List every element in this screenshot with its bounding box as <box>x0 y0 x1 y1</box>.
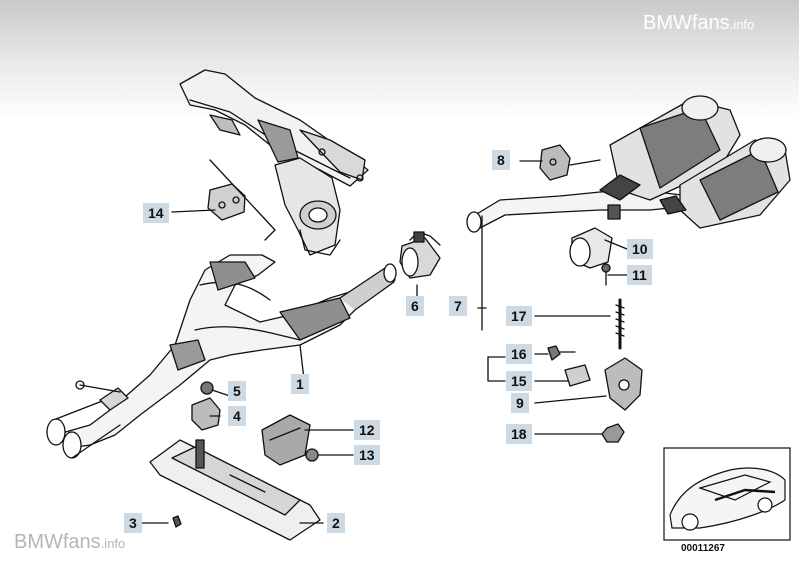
callout-part-16[interactable]: 16 <box>506 344 532 364</box>
stud-17 <box>615 298 625 350</box>
rubber-block-12 <box>261 414 311 466</box>
rear-pipe-mufflers <box>466 95 791 233</box>
exhaust-tip-10 <box>569 204 621 269</box>
callout-part-12[interactable]: 12 <box>354 420 380 440</box>
screw-11 <box>601 263 611 286</box>
bracket-4 <box>191 397 221 431</box>
callout-part-4[interactable]: 4 <box>228 406 246 426</box>
callout-part-15[interactable]: 15 <box>506 371 532 391</box>
hanger-9 <box>604 357 643 411</box>
callout-part-14[interactable]: 14 <box>143 203 169 223</box>
washer-15 <box>564 364 591 387</box>
callout-part-13[interactable]: 13 <box>354 445 380 465</box>
nut-18 <box>601 423 625 443</box>
car-inset <box>663 447 791 541</box>
bolt-16 <box>547 345 576 361</box>
watermark-top: BMWfans.info <box>643 12 754 35</box>
callout-part-18[interactable]: 18 <box>506 424 532 444</box>
callout-part-2[interactable]: 2 <box>327 513 345 533</box>
callout-part-6[interactable]: 6 <box>406 296 424 316</box>
watermark-bottom-brand: BMWfans <box>14 531 101 553</box>
callout-part-7[interactable]: 7 <box>449 296 467 316</box>
diagram-id: 00011267 <box>681 543 725 554</box>
callout-part-5[interactable]: 5 <box>228 381 246 401</box>
callout-part-8[interactable]: 8 <box>492 150 510 170</box>
nut-13 <box>305 448 319 462</box>
pipe-clamp-6 <box>399 231 441 279</box>
watermark-bottom: BMWfans.info <box>14 531 125 554</box>
callout-part-1[interactable]: 1 <box>291 374 309 394</box>
callout-part-17[interactable]: 17 <box>506 306 532 326</box>
watermark-top-brand: BMWfans <box>643 12 730 34</box>
watermark-top-suffix: .info <box>729 17 755 32</box>
callout-part-11[interactable]: 11 <box>627 265 652 285</box>
watermark-bottom-suffix: .info <box>100 536 126 551</box>
callout-part-3[interactable]: 3 <box>124 513 142 533</box>
callout-part-10[interactable]: 10 <box>627 239 653 259</box>
callout-part-9[interactable]: 9 <box>511 393 529 413</box>
leader-lines <box>141 160 628 524</box>
hanger-bracket-14 <box>207 159 276 241</box>
nut-5 <box>200 381 214 395</box>
rubber-mount-8 <box>539 144 601 181</box>
heat-shield-lower <box>274 157 341 256</box>
screw-3 <box>172 515 182 528</box>
heat-shield-upper <box>179 69 369 187</box>
front-pipe-assembly <box>46 254 397 459</box>
heat-plate-2 <box>149 439 321 541</box>
